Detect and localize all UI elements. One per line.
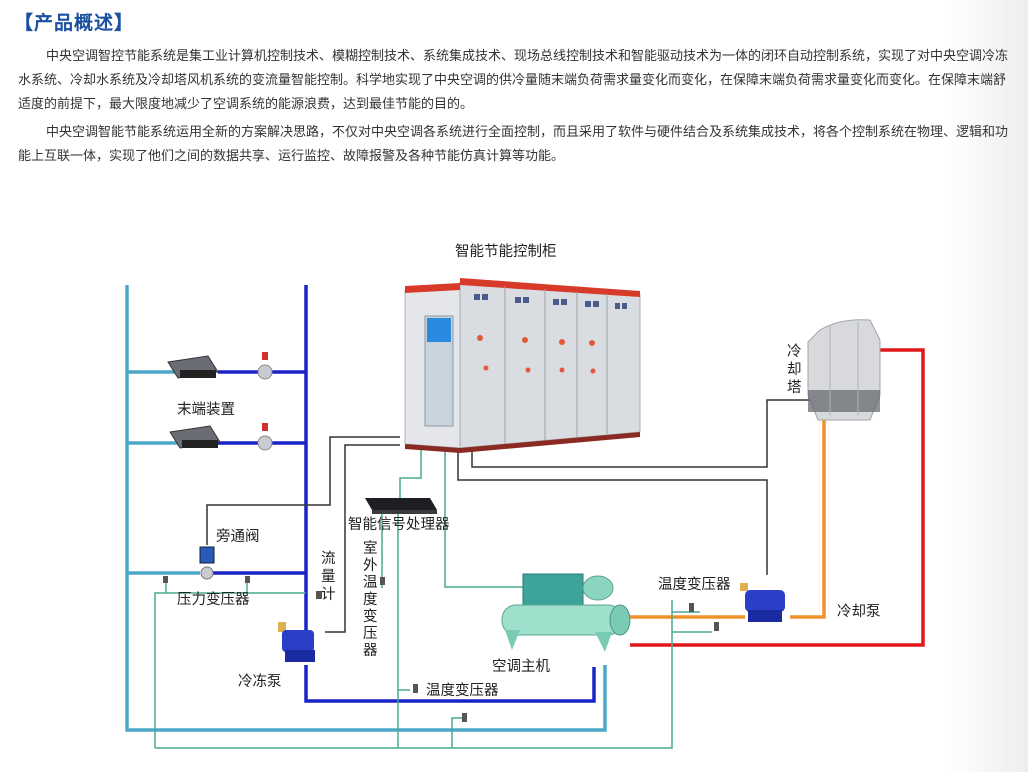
terminal-valve-2 [257,423,273,451]
label-terminal-device: 末端装置 [177,401,235,418]
overview-paragraph-2: 中央空调智能节能系统运用全新的方案解决思路，不仅对中央空调各系统进行全面控制，而… [18,125,1009,164]
bypass-valve [199,546,215,580]
control-wires [206,399,820,633]
label-bypass-valve: 旁通阀 [216,528,260,545]
label-signal-processor: 智能信号处理器 [348,516,450,533]
svg-text:度: 度 [363,591,378,608]
cooling-supply-pipes [630,420,826,619]
svg-text:室: 室 [363,540,378,557]
label-chiller: 空调主机 [492,658,550,675]
sensor-icons [163,576,719,722]
label-temp-transmitter-chilled: 温度变压器 [426,682,499,699]
label-cooling-pump: 冷却泵 [837,603,881,620]
label-outdoor-temp-transmitter: 室 外 温 度 变 压 器 [363,540,378,659]
svg-text:器: 器 [363,643,378,659]
label-control-cabinet: 智能节能控制柜 [455,243,557,260]
section-title: 【产品概述】 [14,12,135,34]
terminal-unit-1 [167,355,219,379]
label-cooling-tower: 冷 却 塔 [787,343,802,396]
label-pressure-transmitter: 压力变压器 [177,591,250,608]
svg-text:外: 外 [363,557,378,574]
svg-text:计: 计 [321,586,336,603]
svg-text:量: 量 [321,569,336,585]
svg-text:变: 变 [363,608,378,625]
svg-text:流: 流 [321,550,336,567]
label-flow-meter: 流 量 计 [321,550,336,603]
svg-text:温: 温 [363,574,378,591]
svg-text:冷: 冷 [787,343,802,360]
signal-processor [365,498,437,514]
chiller-unit [501,573,631,652]
label-chilled-pump: 冷冻泵 [238,672,282,690]
terminal-unit-2 [169,425,221,449]
cooling-water-pump [740,583,785,622]
signal-wires [154,448,712,749]
cooling-tower [807,319,881,421]
svg-text:塔: 塔 [787,379,802,396]
chilled-return-pipes [125,285,607,732]
svg-text:却: 却 [787,361,802,378]
cooling-return-pipes [630,348,925,647]
control-cabinet [404,278,641,453]
terminal-valve-1 [257,352,273,380]
label-temp-transmitter-cooling: 温度变压器 [658,576,731,593]
chilled-water-pump [278,622,315,662]
hvac-system-diagram: 智能节能控制柜 末端装置 冷 却 塔 旁通阀 智能信号处理器 流 量 计 室 外… [125,243,925,749]
svg-text:压: 压 [363,625,378,642]
overview-paragraph-1: 中央空调智控节能系统是集工业计算机控制技术、模糊控制技术、系统集成技术、现场总线… [18,49,1009,112]
